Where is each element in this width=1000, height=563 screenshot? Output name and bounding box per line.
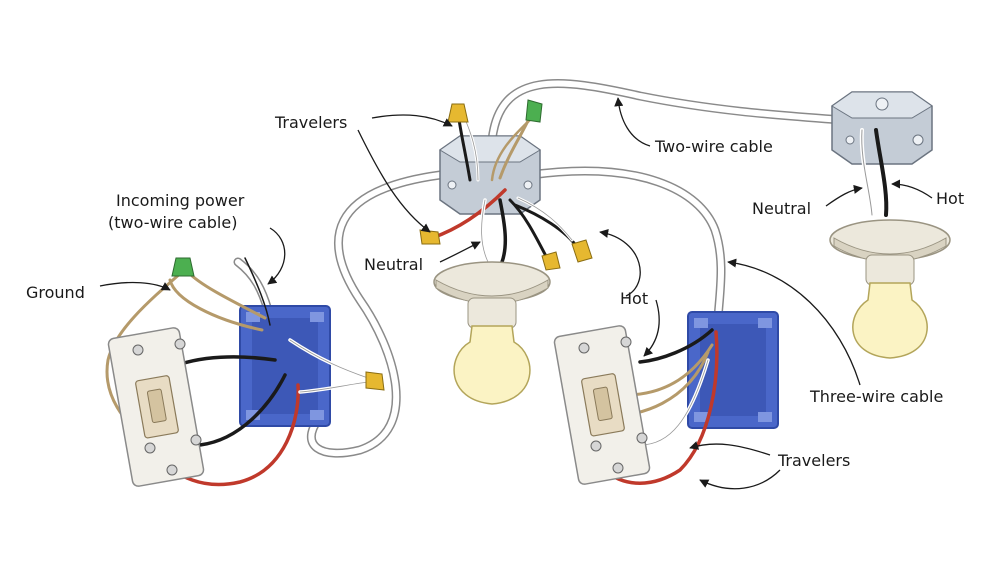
arrow-hot-center-2 xyxy=(643,299,660,357)
label-neutral-right: Neutral xyxy=(752,199,811,218)
arrow-travelers-top-2 xyxy=(357,129,431,233)
right-light-fixture xyxy=(829,219,951,286)
arrow-neutral-center xyxy=(439,241,481,263)
arrow-hot-right xyxy=(891,179,933,199)
label-travelers-bottom: Travelers xyxy=(777,451,850,470)
label-hot-right: Hot xyxy=(936,189,964,208)
label-travelers-top: Travelers xyxy=(274,113,347,132)
wire-nut-right-1 xyxy=(541,251,561,271)
label-hot-center: Hot xyxy=(620,289,648,308)
left-wire-nuts xyxy=(171,257,385,391)
label-neutral-center: Neutral xyxy=(364,255,423,274)
wire-nut-top-left xyxy=(447,103,469,123)
arrow-neutral-right xyxy=(825,184,863,207)
label-incoming-power-line2: (two-wire cable) xyxy=(108,213,237,232)
center-wire-nuts xyxy=(419,99,593,271)
arrow-travelers-top-1 xyxy=(371,114,453,127)
center-light-fixture xyxy=(433,261,551,329)
left-switch-box xyxy=(239,305,331,427)
arrow-three-wire-cable xyxy=(727,258,861,386)
right-switch-box xyxy=(687,311,779,429)
arrow-hot-center-1 xyxy=(599,228,641,297)
arrow-two-wire-cable xyxy=(614,97,651,147)
wire-nut-right-2 xyxy=(571,239,593,263)
callout-arrows xyxy=(99,97,933,490)
right-bulb xyxy=(852,282,928,359)
label-three-wire-cable: Three-wire cable xyxy=(809,387,943,406)
cables xyxy=(233,79,847,458)
labels: Travelers Incoming power (two-wire cable… xyxy=(26,113,964,470)
label-ground: Ground xyxy=(26,283,85,302)
left-three-way-switch xyxy=(107,327,205,487)
two-wire-cable xyxy=(487,79,847,145)
wire-nut-top-green xyxy=(525,99,543,123)
label-two-wire-cable: Two-wire cable xyxy=(654,137,773,156)
wire-nut-left xyxy=(419,229,441,245)
center-bulb xyxy=(453,325,531,405)
arrow-incoming-power xyxy=(267,227,286,285)
left-box-wires xyxy=(105,257,370,487)
right-three-way-switch xyxy=(553,325,651,485)
ground-wire-nut xyxy=(171,257,195,277)
arrow-travelers-bottom-1 xyxy=(689,441,771,456)
arrow-ground xyxy=(99,281,171,291)
neutral-wire-nut-left xyxy=(365,371,385,391)
label-incoming-power-line1: Incoming power xyxy=(116,191,245,210)
arrow-travelers-bottom-2 xyxy=(699,469,781,490)
right-fixture-wires xyxy=(859,128,889,217)
right-ceiling-box xyxy=(831,91,933,165)
